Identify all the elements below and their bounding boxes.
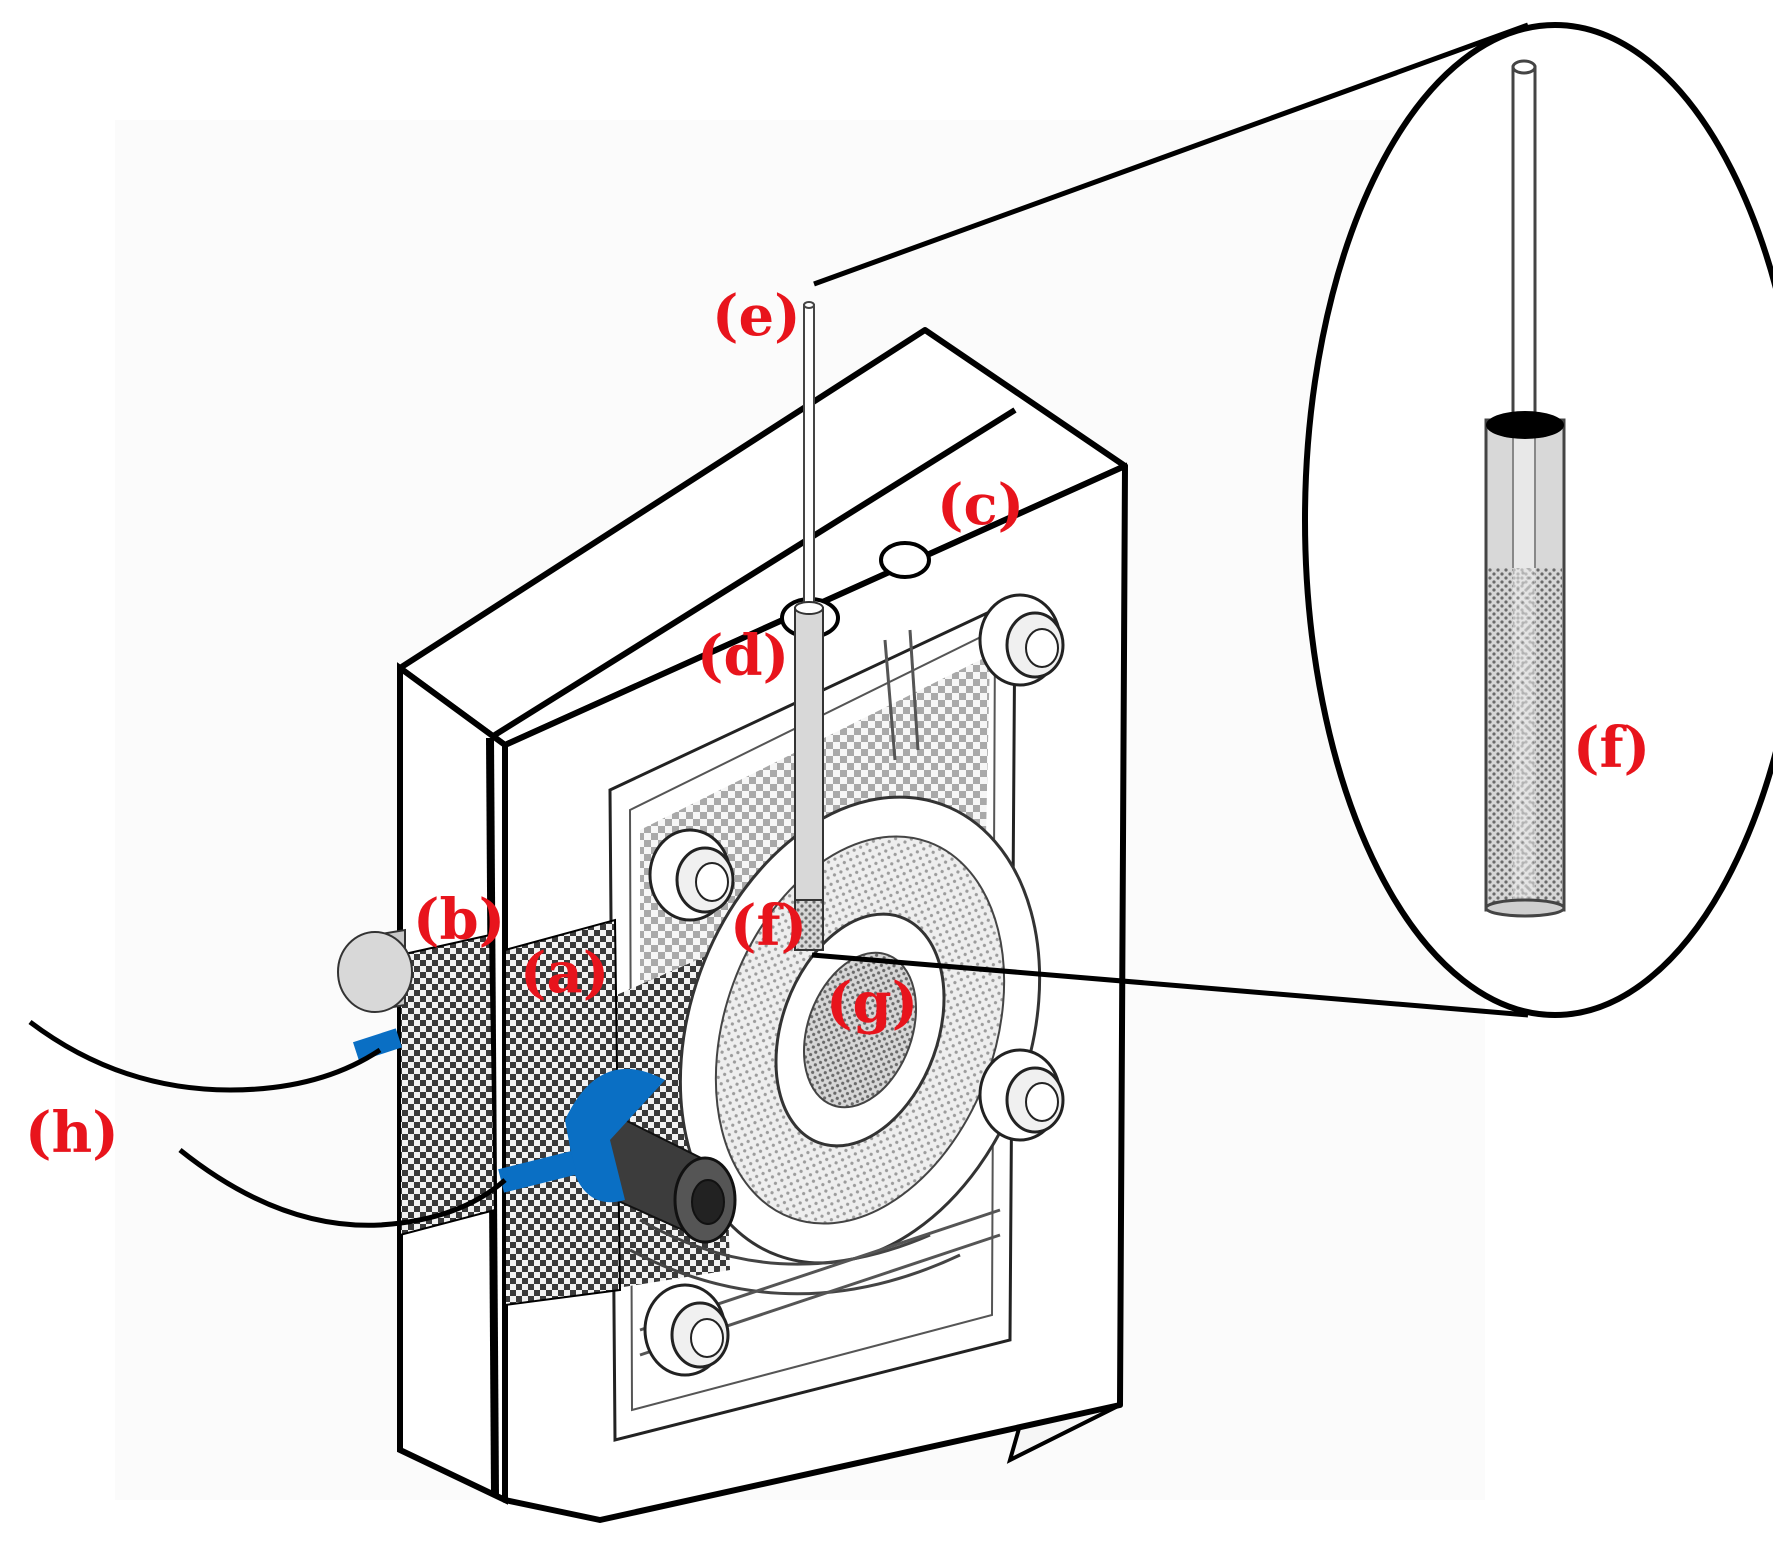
bolt-lower-left: [643, 1283, 730, 1377]
label-g: (g): [826, 970, 919, 1036]
label-e: (e): [712, 283, 801, 349]
label-d: (d): [697, 623, 790, 689]
electrode-plate-b: [399, 933, 497, 1237]
capillary-tube: [803, 304, 815, 626]
reference-electrode: [794, 301, 824, 951]
zoom-seal: [1486, 411, 1564, 439]
housing-top-seam: [488, 407, 1017, 741]
wire-lower: [178, 1148, 507, 1228]
label-f-main: (f): [730, 893, 808, 959]
bolt-lower-right: [978, 1048, 1065, 1142]
connector-clip-a: [565, 1068, 665, 1203]
label-a: (a): [520, 940, 610, 1006]
label-h: (h): [25, 1100, 119, 1166]
electrode-tip-f: [794, 899, 824, 951]
label-f-zoom: (f): [1573, 715, 1651, 781]
connector-clip-b: [352, 1028, 402, 1062]
zoom-line-top: [813, 22, 1529, 287]
wire-upper: [28, 1020, 382, 1093]
label-c: (c): [937, 472, 1025, 538]
port-c: [879, 541, 931, 579]
connector-a: [498, 1068, 737, 1244]
zoom-line-bottom: [811, 952, 1529, 1018]
connector-b: [337, 928, 413, 1062]
magnifier: [811, 22, 1773, 1018]
zoom-capillary: [1511, 65, 1537, 429]
label-b: (b): [413, 887, 506, 953]
bolt-upper-left: [648, 828, 735, 922]
ring-gasket: [629, 629, 1042, 1357]
bolt-upper-right: [978, 593, 1065, 687]
